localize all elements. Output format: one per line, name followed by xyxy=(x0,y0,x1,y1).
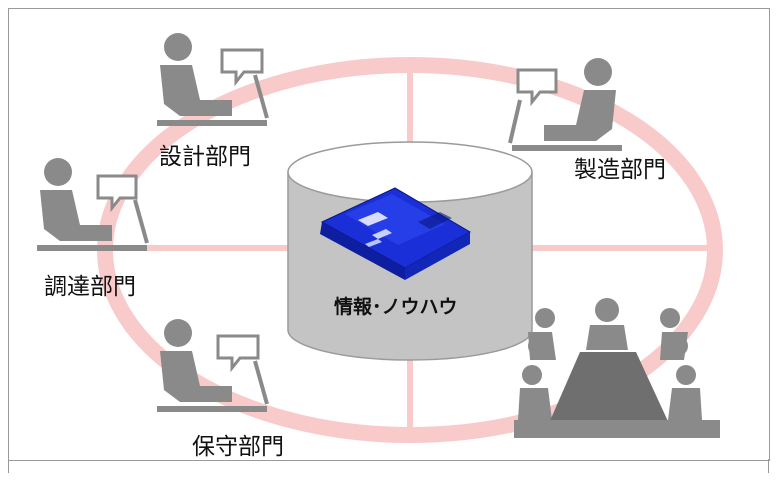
frame-tick-right xyxy=(768,459,769,473)
cad-model-image xyxy=(320,187,472,280)
design-department-label: 設計部門 xyxy=(159,144,251,170)
manufacturing-person-icon xyxy=(508,58,622,151)
meeting-table-icon xyxy=(514,298,720,438)
frame-tick-left xyxy=(8,459,9,473)
procurement-person-icon xyxy=(37,158,149,251)
maintenance-department-label: 保守部門 xyxy=(192,434,284,460)
procurement-department-label: 調達部門 xyxy=(44,274,136,300)
maintenance-person-icon xyxy=(157,319,269,412)
database-label: 情報･ノウハウ xyxy=(334,296,458,318)
manufacturing-department-label: 製造部門 xyxy=(574,157,666,183)
connection-spokes xyxy=(125,62,718,440)
design-person-icon xyxy=(157,33,269,126)
